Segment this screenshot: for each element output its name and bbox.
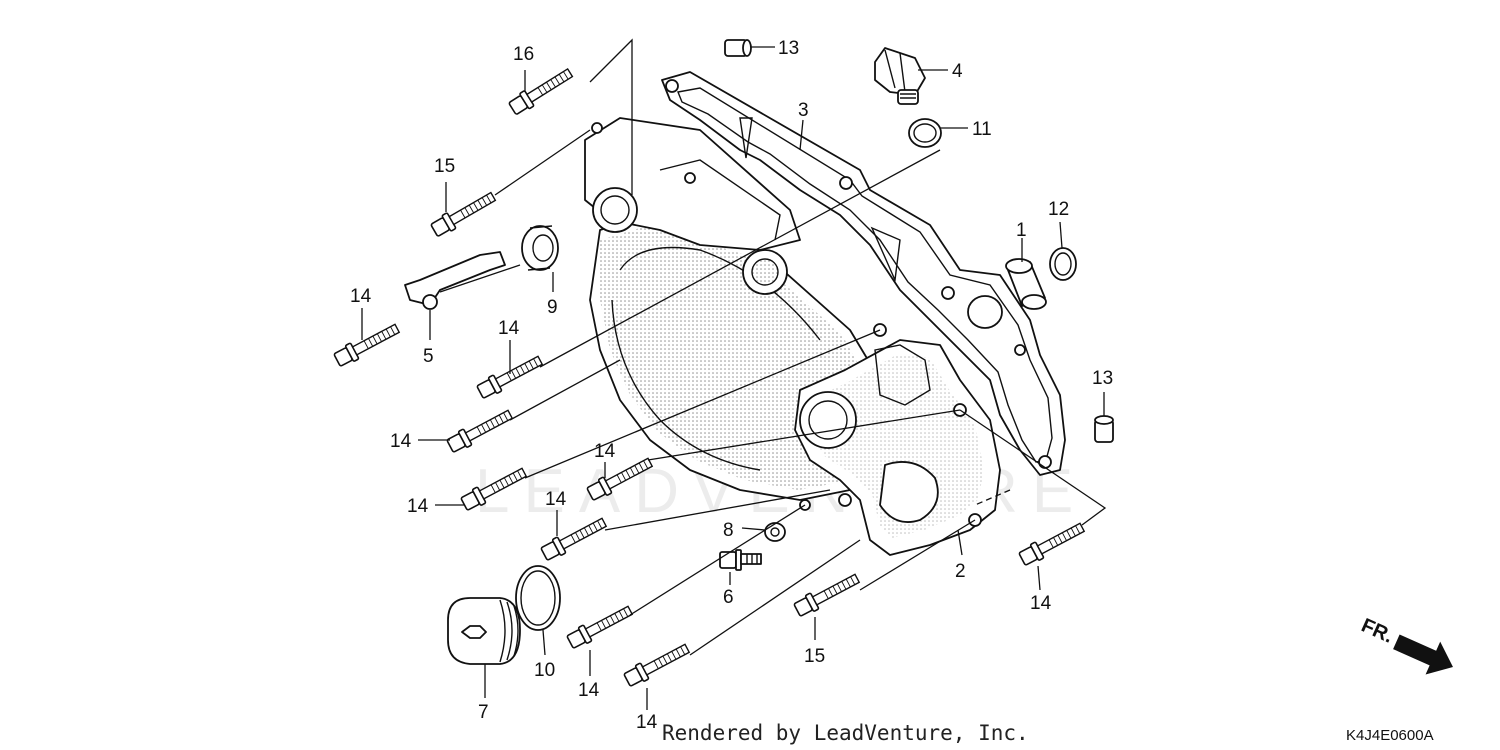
callout-14-lower-1: 14 bbox=[578, 680, 600, 701]
callout-14-mid-2: 14 bbox=[390, 431, 412, 452]
dowel-pin-part-13-right bbox=[1094, 415, 1114, 443]
bolt-part-6 bbox=[719, 549, 762, 571]
drain-plug-part-7 bbox=[447, 597, 521, 665]
callout-15-left: 15 bbox=[434, 156, 455, 177]
dowel-pin-part-13-top bbox=[724, 39, 752, 57]
callout-2: 2 bbox=[955, 561, 966, 582]
o-ring-part-12 bbox=[1049, 247, 1077, 281]
callout-14-right: 14 bbox=[1030, 593, 1052, 614]
bolt-part-16 bbox=[506, 64, 576, 118]
callout-7: 7 bbox=[478, 702, 489, 723]
callout-8: 8 bbox=[723, 520, 734, 541]
callout-11: 11 bbox=[972, 119, 992, 140]
bolt-part-14-lower-2 bbox=[622, 639, 693, 689]
bolt-part-14-right bbox=[1017, 518, 1088, 568]
assembly-lines bbox=[439, 38, 1107, 656]
callout-1: 1 bbox=[1016, 220, 1027, 241]
bolt-part-15-left bbox=[428, 187, 499, 240]
callout-15-lower: 15 bbox=[804, 646, 825, 667]
callout-9: 9 bbox=[547, 297, 558, 318]
diagram-code: K4J4E0600A bbox=[1346, 727, 1434, 744]
o-ring-part-10 bbox=[515, 565, 561, 631]
bolt-part-14-left-upper bbox=[332, 319, 403, 369]
callout-3: 3 bbox=[798, 100, 809, 121]
callout-14-left-upper: 14 bbox=[350, 286, 372, 307]
crankcase-cover-part-2 bbox=[584, 117, 1001, 556]
credit-text: Rendered by LeadVenture, Inc. bbox=[662, 721, 1029, 745]
oil-seal-part-9 bbox=[521, 225, 559, 271]
bolt-part-14-lower-1 bbox=[565, 601, 636, 651]
front-direction-marker: FR. bbox=[1358, 614, 1453, 675]
wire-clamp-part-5 bbox=[404, 251, 506, 310]
bolt-part-15-lower bbox=[792, 569, 863, 619]
collar-part-1 bbox=[1005, 258, 1047, 310]
callout-5: 5 bbox=[423, 346, 434, 367]
callout-13-top: 13 bbox=[778, 38, 799, 59]
front-marker-text: FR. bbox=[1358, 614, 1396, 647]
callout-14-mid-4: 14 bbox=[594, 441, 616, 462]
callout-4: 4 bbox=[952, 61, 963, 82]
callout-13-right: 13 bbox=[1092, 368, 1113, 389]
o-ring-part-11 bbox=[908, 118, 942, 148]
callout-14-mid-1: 14 bbox=[498, 318, 520, 339]
callout-10: 10 bbox=[534, 660, 555, 681]
washer-part-8 bbox=[764, 522, 786, 542]
bolt-part-14-mid-2 bbox=[445, 405, 516, 455]
front-arrow-icon bbox=[1393, 634, 1453, 675]
callout-16: 16 bbox=[513, 44, 534, 65]
callout-14-mid-3: 14 bbox=[407, 496, 429, 517]
filler-cap-part-4 bbox=[874, 47, 926, 105]
callout-12: 12 bbox=[1048, 199, 1069, 220]
callout-14-mid-5: 14 bbox=[545, 489, 567, 510]
callout-14-lower-2: 14 bbox=[636, 712, 658, 733]
callout-6: 6 bbox=[723, 587, 734, 608]
callout-leaders bbox=[361, 46, 1105, 710]
